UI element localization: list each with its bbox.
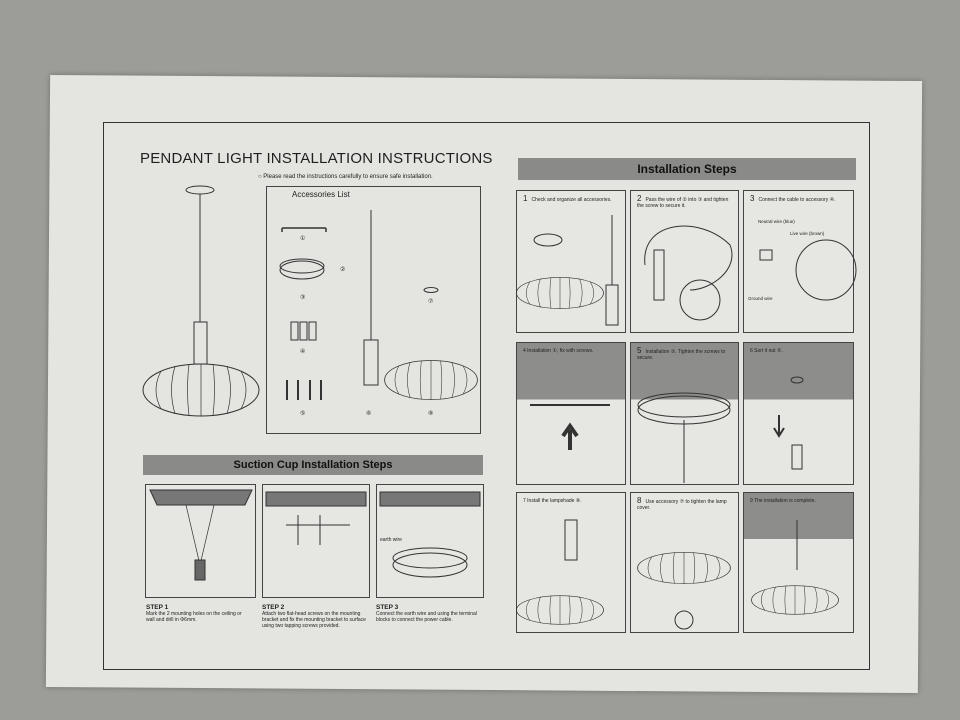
step-number: 2 <box>637 194 642 203</box>
step-number: 1 <box>523 194 528 203</box>
installation-steps-header: Installation Steps <box>518 158 856 180</box>
acc-item-3: ③ <box>300 295 306 301</box>
step-text: 9 The installation is complete. <box>750 498 816 504</box>
step-number: 3 <box>750 194 755 203</box>
sheet-border <box>103 122 870 670</box>
install-step-4: 4 Installation ①, fix with screws. <box>516 342 626 485</box>
step-number: 5 <box>637 346 642 355</box>
accessories-box <box>266 186 481 434</box>
acc-item-8: ⑧ <box>428 411 434 417</box>
acc-item-2: ② <box>340 267 346 273</box>
step-text: 6 Sort it out ⑤. <box>750 348 783 354</box>
step-title: STEP 1 <box>146 604 169 611</box>
step-text: Check and organize all accessories. <box>531 197 612 203</box>
step-text: 4 Installation ①, fix with screws. <box>523 348 594 354</box>
pendant-lamp-drawing <box>142 185 260 417</box>
acc-item-4: ④ <box>300 349 306 355</box>
accessories-label: Accessories List <box>292 190 350 199</box>
acc-item-7: ⑦ <box>428 299 434 305</box>
acc-item-1: ① <box>300 236 306 242</box>
page-title: PENDANT LIGHT INSTALLATION INSTRUCTIONS <box>140 150 493 167</box>
suction-step-1: STEP 1 Mark the 2 mounting holes on the … <box>146 604 251 623</box>
step-text: Mark the 2 mounting holes on the ceiling… <box>146 611 242 623</box>
step-text: 7 Install the lampshade ⑧. <box>523 498 582 504</box>
step-text: Attach two flat-head screws on the mount… <box>262 611 366 629</box>
ground-wire-label: Ground wire <box>748 296 773 301</box>
suction-cup-header: Suction Cup Installation Steps <box>143 455 483 475</box>
install-step-7: 7 Install the lampshade ⑧. <box>516 492 626 633</box>
step-title: STEP 2 <box>262 604 285 611</box>
install-step-9: 9 The installation is complete. <box>743 492 854 633</box>
acc-item-6: ⑥ <box>366 411 372 417</box>
step-text: Pass the wire of ② into ③ and tighten th… <box>637 197 729 209</box>
step-title: STEP 3 <box>376 604 399 611</box>
install-step-6: 6 Sort it out ⑤. <box>743 342 854 485</box>
step-text: Installation ③. Tighten the screws to se… <box>637 349 726 361</box>
earth-wire-label: earth wire <box>380 537 402 543</box>
step-text: Connect the cable to accessory ④. <box>758 197 836 203</box>
suction-step-3: STEP 3 Connect the earth wire and using … <box>376 604 481 623</box>
step-text: Use accessory ⑦ to tighten the lamp cove… <box>637 499 727 511</box>
live-wire-label: Live wire (brown) <box>790 231 825 236</box>
safety-note: ○ Please read the instructions carefully… <box>258 174 433 180</box>
suction-step-2: STEP 2 Attach two flat-head screws on th… <box>262 604 367 629</box>
step-number: 8 <box>637 496 642 505</box>
step-text: Connect the earth wire and using the ter… <box>376 611 477 623</box>
neutral-wire-label: Neutral wire (blue) <box>758 219 795 224</box>
acc-item-5: ⑤ <box>300 411 306 417</box>
